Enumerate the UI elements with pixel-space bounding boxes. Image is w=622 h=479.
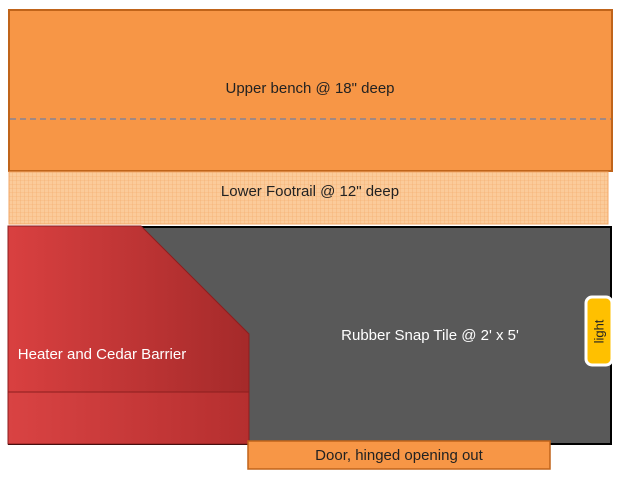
lower-footrail-label: Lower Footrail @ 12" deep [220, 183, 400, 200]
light-label-box: light [586, 298, 612, 364]
door [247, 440, 551, 470]
heater-lower-band [7, 391, 250, 445]
light-fixture [584, 295, 614, 367]
heater-label: Heater and Cedar Barrier [17, 346, 187, 363]
lower-footrail [8, 171, 609, 225]
rubber-tile-label: Rubber Snap Tile @ 2' x 5' [341, 327, 519, 344]
light-label: light [591, 319, 607, 343]
door-label: Door, hinged opening out [315, 447, 483, 464]
upper-bench-label: Upper bench @ 18" deep [225, 80, 395, 97]
upper-bench [8, 9, 613, 172]
